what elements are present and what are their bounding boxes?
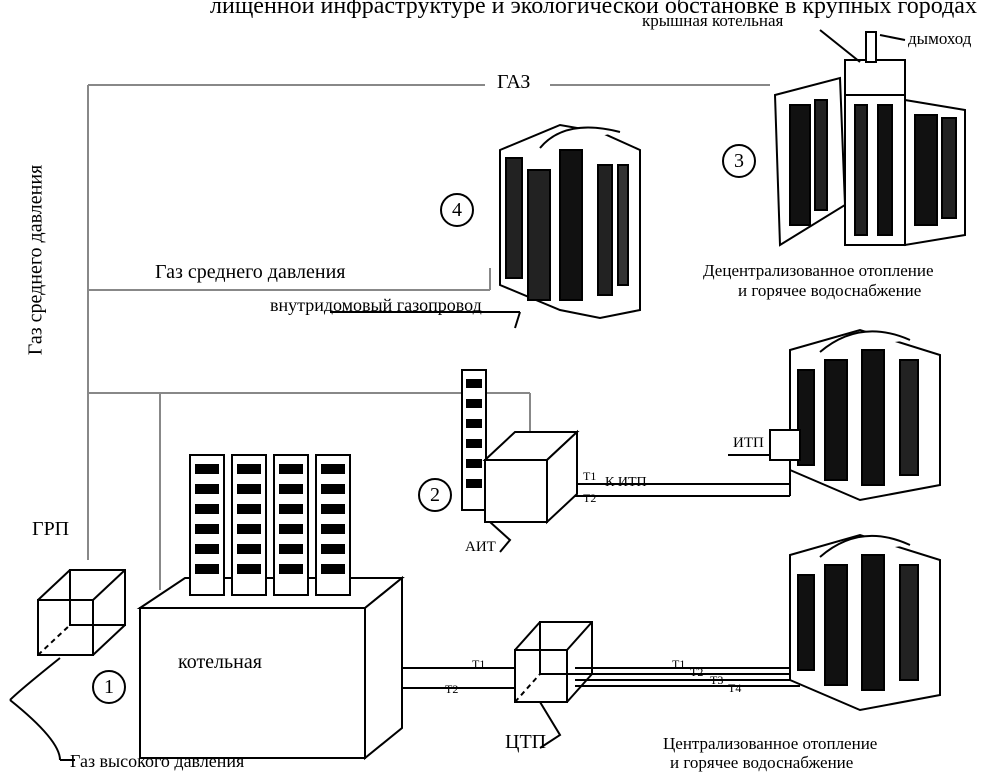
t1-central-label: Т1 bbox=[672, 657, 686, 671]
ait-label: АИТ bbox=[465, 539, 496, 555]
gas-top-label: ГАЗ bbox=[497, 71, 531, 93]
building-4 bbox=[499, 123, 641, 320]
t2-central-label: Т2 bbox=[690, 665, 704, 679]
boiler-house-label: котельная bbox=[178, 651, 262, 673]
gas-medium-horizontal-label: Газ среднего давления bbox=[155, 261, 346, 283]
decentralized-label-1: Децентрализованное отопление bbox=[703, 261, 934, 280]
building-itp bbox=[769, 328, 941, 502]
t3-central-label: Т3 bbox=[710, 673, 724, 687]
grp-label: ГРП bbox=[32, 518, 70, 540]
roof-boiler-label: крышная котельная bbox=[642, 11, 784, 30]
marker-4: 4 bbox=[440, 193, 474, 227]
ctp-cube bbox=[514, 621, 593, 703]
gas-medium-vertical-label: Газ среднего давления bbox=[24, 164, 47, 356]
high-pressure-gas-label: Газ высокого давления bbox=[70, 751, 245, 771]
t1-itp-label: Т1 bbox=[583, 469, 597, 483]
boiler-chimneys bbox=[189, 454, 351, 596]
gas-pipelines bbox=[87, 84, 770, 590]
in-house-pipeline-label: внутридомовый газопровод bbox=[270, 295, 482, 315]
decentralized-label-2: и горячее водоснабжение bbox=[738, 281, 922, 300]
boiler-house-box bbox=[136, 575, 405, 761]
building-central bbox=[789, 533, 941, 712]
to-itp-label: К ИТП bbox=[605, 475, 647, 490]
marker-2: 2 bbox=[418, 478, 452, 512]
t4-central-label: Т4 bbox=[728, 681, 742, 695]
building-3 bbox=[773, 29, 966, 247]
header-text: лищённой инфраструктуре и экологической … bbox=[210, 0, 977, 19]
marker-3: 3 bbox=[722, 144, 756, 178]
chimney-label: дымоход bbox=[908, 29, 972, 48]
t1-boiler-label: Т1 bbox=[472, 657, 486, 671]
t2-itp-label: Т2 bbox=[583, 491, 597, 505]
marker-1: 1 bbox=[92, 670, 126, 704]
t2-boiler-label: Т2 bbox=[445, 682, 459, 696]
heat-pipes-building bbox=[575, 667, 800, 687]
ait-unit bbox=[461, 369, 580, 525]
centralized-label-2: и горячее водоснабжение bbox=[670, 753, 854, 772]
centralized-label-1: Централизованное отопление bbox=[663, 734, 878, 753]
grp-cube bbox=[37, 569, 126, 656]
itp-label: ИТП bbox=[733, 435, 764, 451]
ctp-label: ЦТП bbox=[505, 731, 547, 753]
